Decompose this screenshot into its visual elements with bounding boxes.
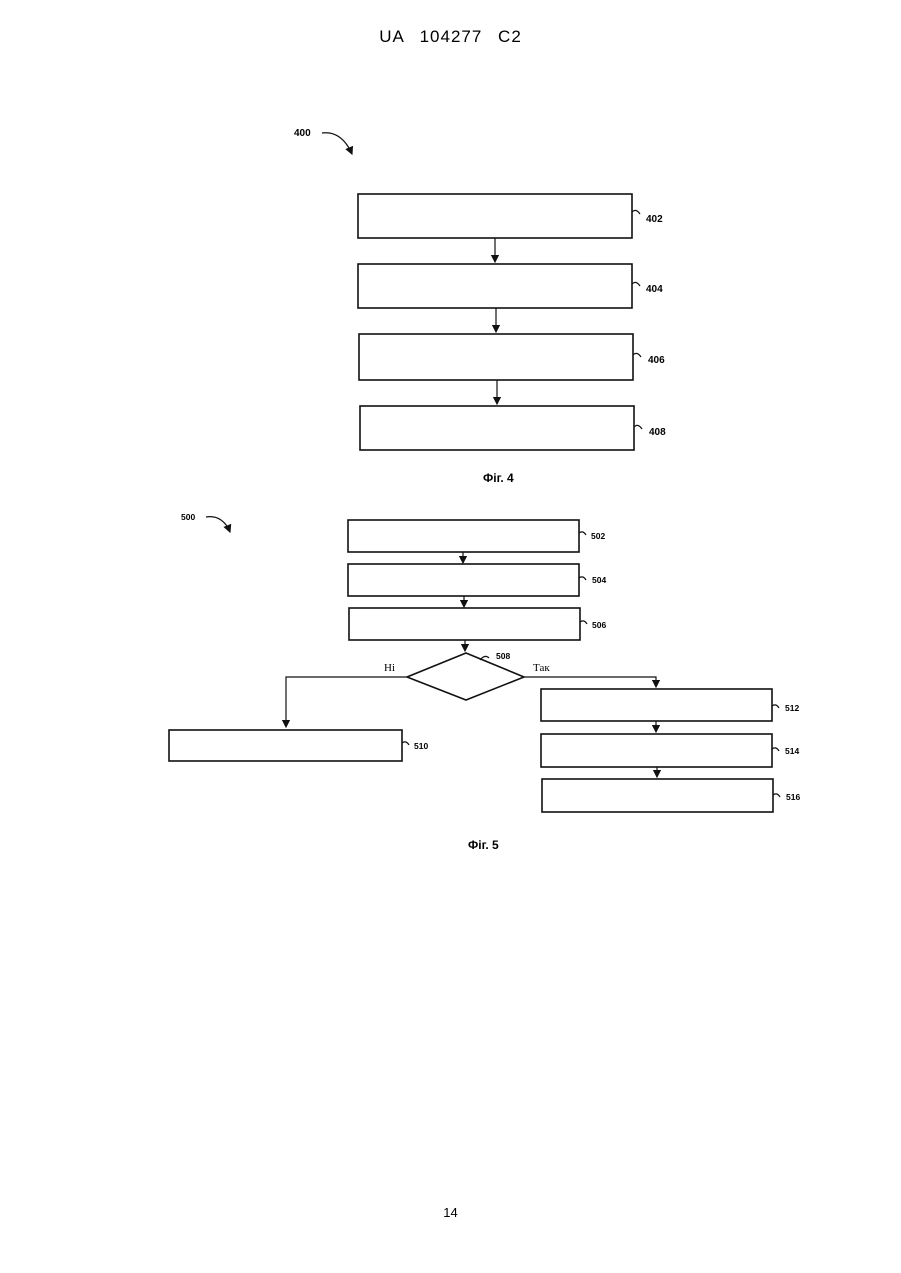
page-number: 14 — [0, 1205, 901, 1220]
fig5-step-box-512 — [541, 689, 772, 721]
fig5-step-ref-516: 516 — [786, 792, 800, 802]
fig5-leader-516 — [773, 794, 780, 797]
fig5-step-ref-506: 506 — [592, 620, 606, 630]
fig5-step-box-516 — [542, 779, 773, 812]
fig5-no-branch-line — [286, 677, 407, 727]
fig4-leader-406 — [633, 353, 641, 357]
fig5-yes-branch-line — [524, 677, 656, 687]
fig5-leader-512 — [772, 705, 779, 708]
fig4-step-box-402 — [358, 194, 632, 238]
fig5-step-box-504 — [348, 564, 579, 596]
fig5-leader-502 — [579, 532, 586, 535]
figure-4: 400 402 404 406 408 Фіг. 4 — [294, 128, 666, 485]
fig4-caption: Фіг. 4 — [483, 471, 514, 485]
fig5-step-box-506 — [349, 608, 580, 640]
fig4-step-box-404 — [358, 264, 632, 308]
fig5-step-box-510 — [169, 730, 402, 761]
fig4-step-ref-408: 408 — [649, 427, 666, 438]
fig4-step-box-408 — [360, 406, 634, 450]
fig5-leader-514 — [772, 748, 779, 751]
fig5-step-box-502 — [348, 520, 579, 552]
fig5-decision-ref-508: 508 — [496, 651, 510, 661]
fig5-caption: Фіг. 5 — [468, 838, 499, 852]
fig5-step-ref-510: 510 — [414, 741, 428, 751]
figure-5: 500 502 504 506 508 Ні 510 Так 512 — [169, 512, 800, 852]
fig4-leader-402 — [632, 210, 640, 214]
fig5-leader-504 — [579, 577, 586, 580]
fig5-leader-510 — [402, 742, 409, 745]
fig4-ref-arrow — [322, 133, 352, 154]
fig5-yes-label: Так — [533, 662, 550, 674]
fig5-step-ref-504: 504 — [592, 575, 606, 585]
fig5-leader-506 — [580, 621, 587, 624]
fig5-ref-label: 500 — [181, 512, 195, 522]
fig4-step-ref-406: 406 — [648, 355, 665, 366]
fig5-step-box-514 — [541, 734, 772, 767]
fig5-no-label: Ні — [384, 662, 395, 674]
fig5-step-ref-502: 502 — [591, 531, 605, 541]
fig4-step-ref-402: 402 — [646, 214, 663, 225]
fig4-leader-404 — [632, 282, 640, 286]
fig5-ref-arrow — [206, 517, 230, 532]
fig4-step-ref-404: 404 — [646, 284, 663, 295]
fig5-step-ref-514: 514 — [785, 746, 799, 756]
fig5-step-ref-512: 512 — [785, 703, 799, 713]
fig4-ref-label: 400 — [294, 128, 311, 139]
fig4-leader-408 — [634, 425, 642, 429]
fig4-step-box-406 — [359, 334, 633, 380]
